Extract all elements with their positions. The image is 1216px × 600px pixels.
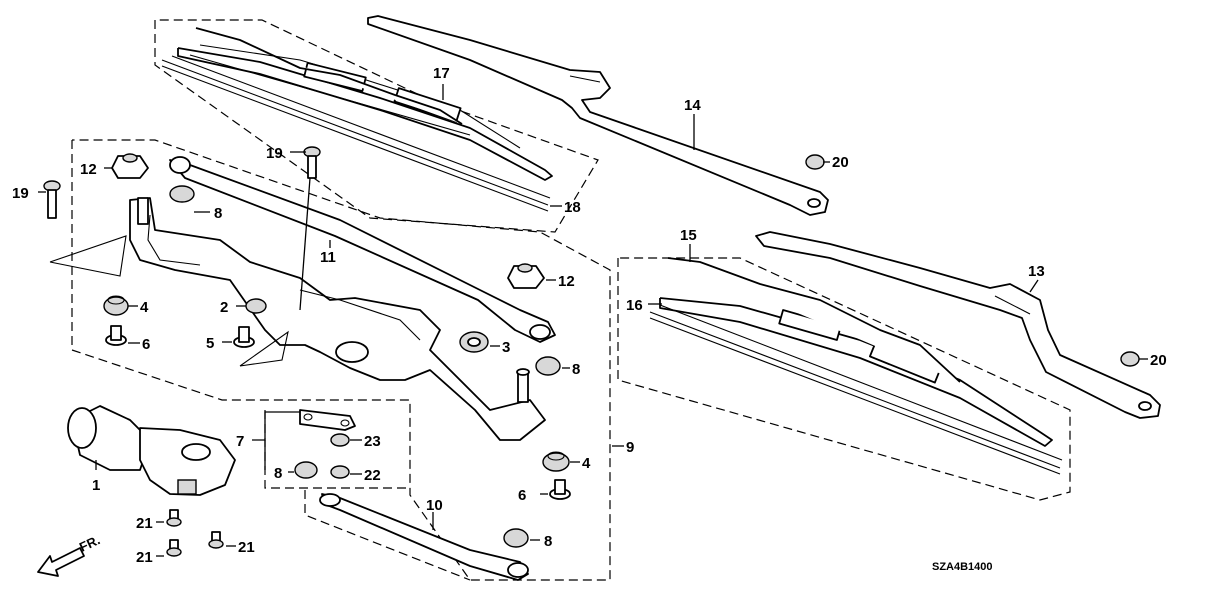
callout-21-c: 21 (238, 539, 255, 556)
callout-23: 23 (364, 433, 381, 450)
wiper-arm-passenger[interactable] (367, 15, 829, 216)
callout-15: 15 (680, 227, 697, 244)
callout-5: 5 (206, 335, 214, 352)
nut-22[interactable] (330, 465, 350, 479)
wiper-blade-driver[interactable] (177, 27, 553, 181)
bushing-8-right[interactable] (535, 356, 561, 376)
callout-4-right: 4 (582, 455, 591, 472)
bolt-21-a[interactable] (166, 509, 182, 527)
callout-8-right: 8 (572, 361, 580, 378)
callout-1: 1 (92, 477, 100, 494)
grommet-4-left[interactable] (103, 295, 129, 316)
callout-11: 11 (320, 249, 336, 266)
wiper-arm-driver[interactable] (755, 231, 1161, 419)
bolt-19-center[interactable] (303, 146, 321, 179)
pivot-cap-12-right[interactable] (507, 263, 545, 289)
pivot-bushing-8-top[interactable] (169, 185, 195, 203)
wiper-blade-rubber-passenger[interactable] (649, 304, 1063, 475)
pivot-cap-12-left[interactable] (111, 153, 149, 179)
callout-6-left: 6 (142, 336, 150, 353)
callout-19-center: 19 (266, 145, 283, 162)
callout-20-upper: 20 (832, 154, 849, 171)
callout-19-left: 19 (12, 185, 29, 202)
wiper-blade-passenger[interactable] (659, 257, 1053, 447)
nut-20-lower[interactable] (1120, 351, 1140, 367)
diagram-code: SZA4B1400 (932, 561, 993, 573)
callout-7: 7 (236, 433, 244, 450)
callout-21-b: 21 (136, 549, 153, 566)
callout-labels: 17 14 20 18 15 16 13 20 12 19 19 8 11 12… (12, 65, 1167, 566)
callout-8-bottom: 8 (544, 533, 552, 550)
collar-6-right[interactable] (549, 479, 571, 500)
callout-3: 3 (502, 339, 510, 356)
callout-6-right: 6 (518, 487, 526, 504)
crank-arm-7[interactable] (299, 409, 356, 431)
callout-21-a: 21 (136, 515, 153, 532)
wiper-linkage-assembly[interactable] (129, 156, 556, 441)
spacer-2[interactable] (245, 298, 267, 314)
callout-16: 16 (626, 297, 643, 314)
callout-8-top: 8 (214, 205, 222, 222)
group-outlines (71, 19, 1071, 581)
callout-12-left: 12 (80, 161, 97, 178)
collar-6-left[interactable] (105, 325, 127, 346)
grommet-4-right[interactable] (542, 451, 570, 472)
direction-label: FR. (77, 532, 102, 554)
callout-10: 10 (426, 497, 443, 514)
callout-20-lower: 20 (1150, 352, 1167, 369)
link-rod[interactable] (319, 493, 529, 581)
bolt-21-c[interactable] (208, 531, 224, 549)
callout-4-left: 4 (140, 299, 149, 316)
callout-12-right: 12 (558, 273, 575, 290)
callout-13: 13 (1028, 263, 1045, 280)
callout-14: 14 (684, 97, 701, 114)
callout-8-crank: 8 (274, 465, 282, 482)
bushing-8-bottom[interactable] (503, 528, 529, 548)
callout-2: 2 (220, 299, 228, 316)
callout-18: 18 (564, 199, 581, 216)
nut-20-upper[interactable] (805, 154, 825, 170)
nut-23[interactable] (330, 433, 350, 447)
collar-5[interactable] (233, 326, 255, 348)
wiper-blade-rubber-driver[interactable] (161, 55, 551, 212)
callout-22: 22 (364, 467, 381, 484)
wiper-motor[interactable] (67, 405, 236, 496)
bushing-8-crank[interactable] (294, 461, 318, 479)
washer-3[interactable] (459, 331, 489, 353)
bolt-21-b[interactable] (166, 539, 182, 557)
front-direction-arrow: FR. (37, 532, 102, 577)
callout-17: 17 (433, 65, 450, 82)
bolt-19-left[interactable] (43, 180, 61, 219)
callout-9: 9 (626, 439, 634, 456)
leader-lines (38, 84, 1148, 557)
